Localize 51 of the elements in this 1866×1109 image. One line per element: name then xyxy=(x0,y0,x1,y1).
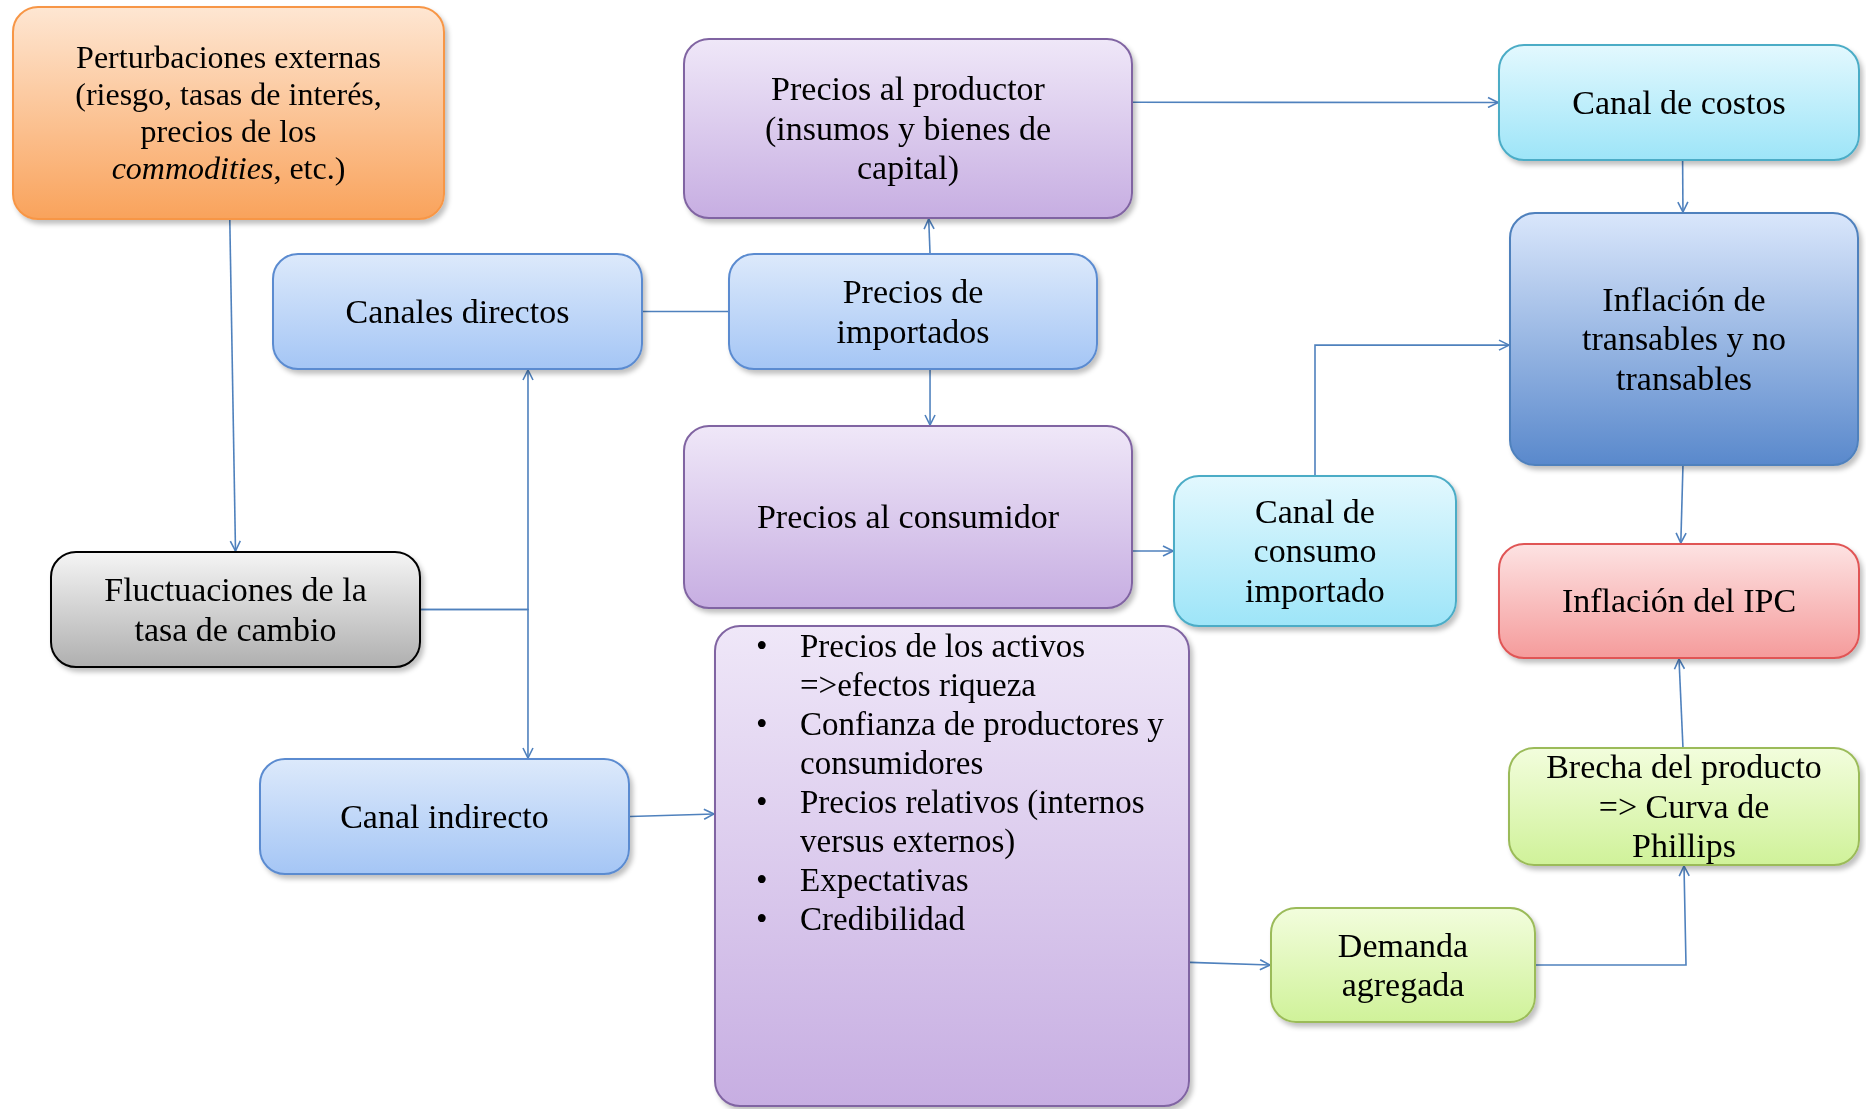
node-text: Canal de consumo importado xyxy=(1244,491,1386,611)
node-text: Precios al productor (insumos y bienes de capital) xyxy=(763,69,1053,188)
arrow xyxy=(1673,658,1686,748)
arrow xyxy=(1314,339,1510,476)
node-text: Inflación del IPC xyxy=(1561,581,1797,621)
process-box xyxy=(1270,907,1536,1023)
node-text: Canal de costos xyxy=(1572,82,1786,123)
bullet-marker: • xyxy=(756,627,769,666)
node-text: Brecha del producto => Curva de Phillips xyxy=(1545,747,1823,866)
process-box xyxy=(1498,44,1860,161)
process-box xyxy=(1509,212,1859,466)
bullet-marker: • xyxy=(756,860,769,900)
bullet-list-box xyxy=(714,625,1190,1107)
process-box xyxy=(683,425,1133,609)
node-text: Canal indirecto xyxy=(340,796,549,837)
result-box xyxy=(1498,543,1860,659)
node-text: Inflación de transables y no transables xyxy=(1581,279,1787,399)
process-box xyxy=(1173,475,1457,627)
arrow xyxy=(420,608,534,759)
bullet-marker: • xyxy=(756,782,769,822)
process-box xyxy=(259,758,630,875)
bullet-item: Credibilidad xyxy=(800,899,966,939)
arrow xyxy=(229,219,242,552)
bullet-item: Confianza de productores y consumidores xyxy=(800,704,1165,783)
node-text: Demanda agregada xyxy=(1336,925,1470,1005)
arrow xyxy=(923,218,935,254)
arrow xyxy=(1132,96,1499,109)
callout-box xyxy=(12,6,445,220)
bullet-item: Precios relativos (internos versus externos) xyxy=(800,782,1146,861)
bullet-item: Precios de los activos =>efectos riqueza xyxy=(800,627,1087,705)
bullet-marker: • xyxy=(756,899,769,939)
node-text: Fluctuaciones de la tasa de cambio xyxy=(103,570,368,649)
process-box xyxy=(50,551,421,668)
arrow xyxy=(1675,465,1687,544)
arrow xyxy=(1132,545,1174,557)
arrow xyxy=(1677,160,1689,213)
arrow xyxy=(924,369,936,426)
arrow xyxy=(1189,958,1271,971)
bullet-marker: • xyxy=(756,704,769,744)
arrow xyxy=(1535,865,1690,966)
bullet-item: Expectativas xyxy=(800,860,970,900)
node-text: Perturbaciones externas (riesgo, tasas de interés, precios de los commodities, etc.) xyxy=(74,38,383,188)
node-text: Precios de importados xyxy=(835,272,991,351)
process-box xyxy=(1508,747,1860,866)
arrow xyxy=(629,808,715,821)
process-box xyxy=(272,253,643,370)
node-text: Precios al consumidor xyxy=(756,497,1060,537)
connector-line xyxy=(642,310,729,313)
process-box xyxy=(683,38,1133,219)
node-text: Canales directos xyxy=(345,291,570,332)
process-box xyxy=(728,253,1098,370)
